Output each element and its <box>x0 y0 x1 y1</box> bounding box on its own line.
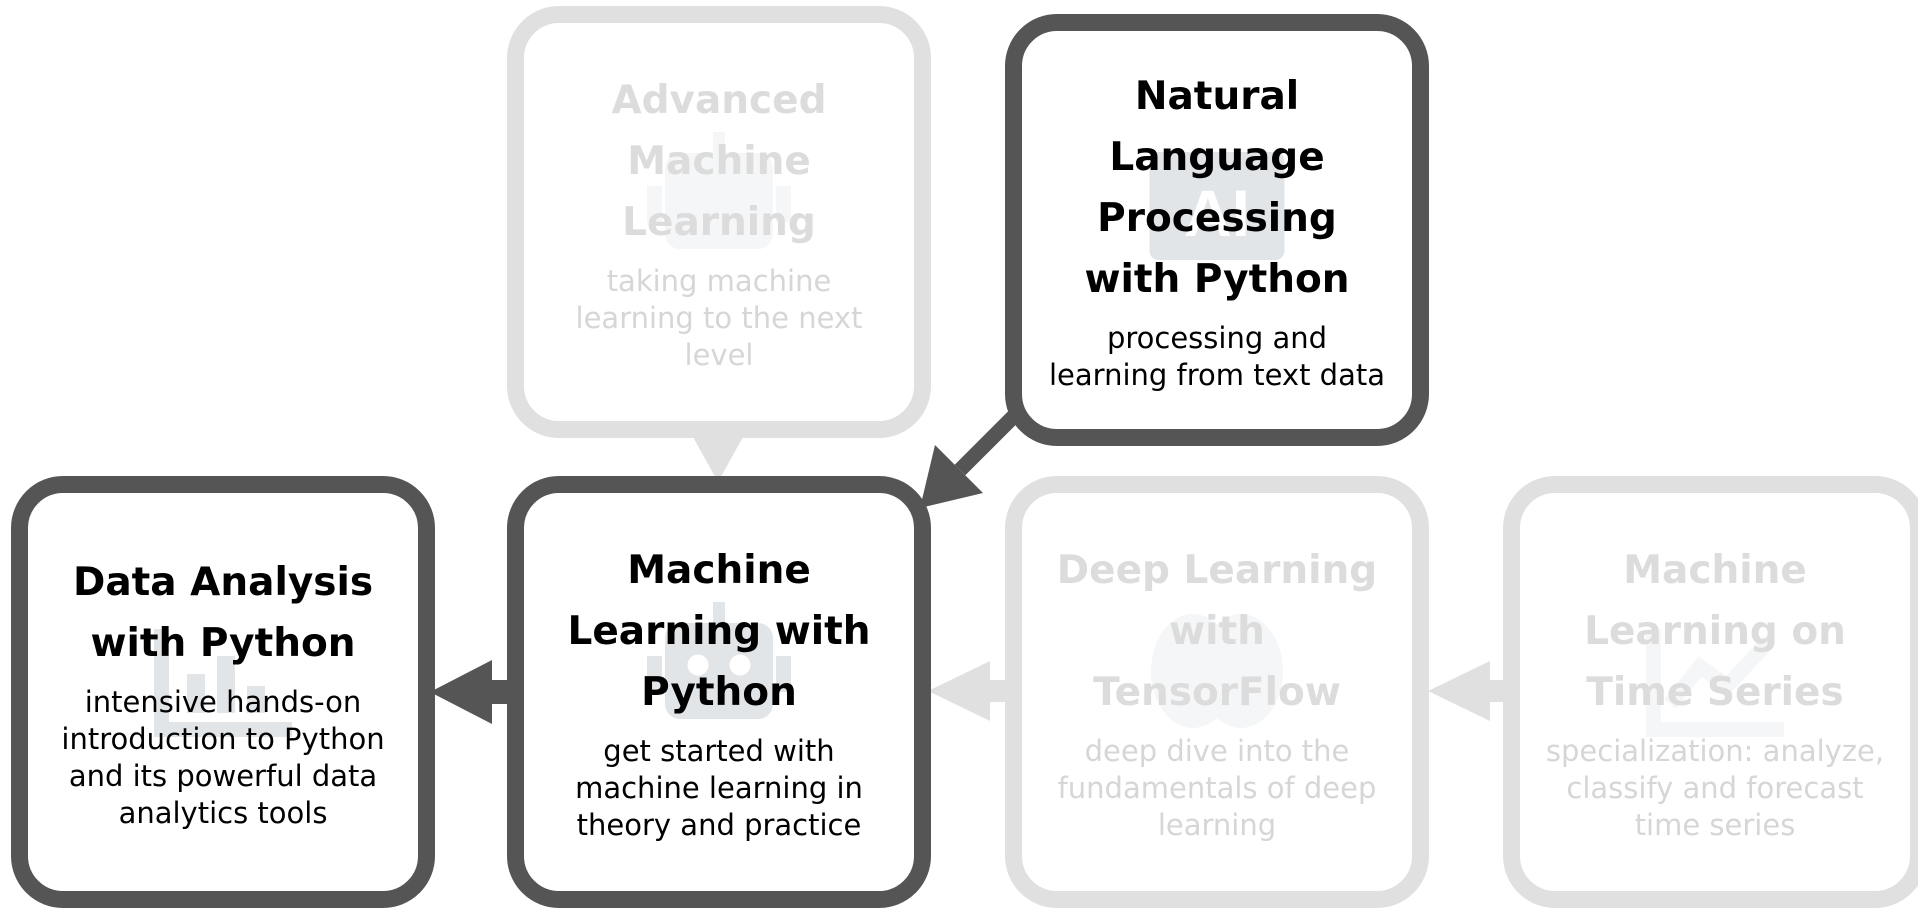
node-description: processing and learning from text data <box>1048 321 1385 392</box>
node-description: taking machine learning to the next leve… <box>575 264 863 372</box>
card-advanced-ml[interactable]: Advanced Machine Learning taking machine… <box>507 6 931 438</box>
robot-icon <box>647 602 791 719</box>
arrow-ml-python-to-data-analysis-head <box>430 660 492 724</box>
node-description: specialization: analyze, classify and fo… <box>1545 734 1885 842</box>
arrow-nlp-to-ml-python-head <box>920 445 983 508</box>
node-title: Deep Learning with TensorFlow <box>1056 548 1378 715</box>
ai-chip-icon: AI <box>1149 152 1285 260</box>
node-title: Natural Language Processing with Python <box>1084 74 1350 302</box>
node-title: Data Analysis with Python <box>72 560 374 666</box>
arrow-time-series-to-dl-head <box>1428 661 1490 721</box>
card-dl-tensorflow[interactable]: Deep Learning with TensorFlow deep dive … <box>1005 476 1429 908</box>
node-title: Machine Learning on Time Series <box>1584 548 1846 715</box>
node-title: Machine Learning with Python <box>567 548 871 715</box>
card-ml-python[interactable]: Machine Learning with Python get started… <box>507 476 931 908</box>
node-description: intensive hands-on introduction to Pytho… <box>61 685 385 830</box>
bar-chart-icon <box>154 629 292 737</box>
card-nlp-python[interactable]: AI Natural Language Processing with Pyth… <box>1005 14 1429 446</box>
card-data-analysis[interactable]: Data Analysis with Python intensive hand… <box>11 476 435 908</box>
node-title: Advanced Machine Learning <box>611 78 827 245</box>
robot-icon <box>647 132 791 249</box>
brain-icon <box>1151 614 1283 728</box>
arrow-nlp-to-ml-python-shaft <box>954 409 1021 476</box>
line-chart-icon <box>1646 629 1784 737</box>
svg-text:AI: AI <box>1184 176 1250 250</box>
arrow-advanced-ml-to-ml-python <box>688 428 748 482</box>
card-ml-time-series[interactable]: Machine Learning on Time Series speciali… <box>1503 476 1918 908</box>
node-description: get started with machine learning in the… <box>575 734 863 842</box>
arrow-dl-to-ml-python-head <box>928 661 990 721</box>
node-description: deep dive into the fundamentals of deep … <box>1057 734 1377 842</box>
